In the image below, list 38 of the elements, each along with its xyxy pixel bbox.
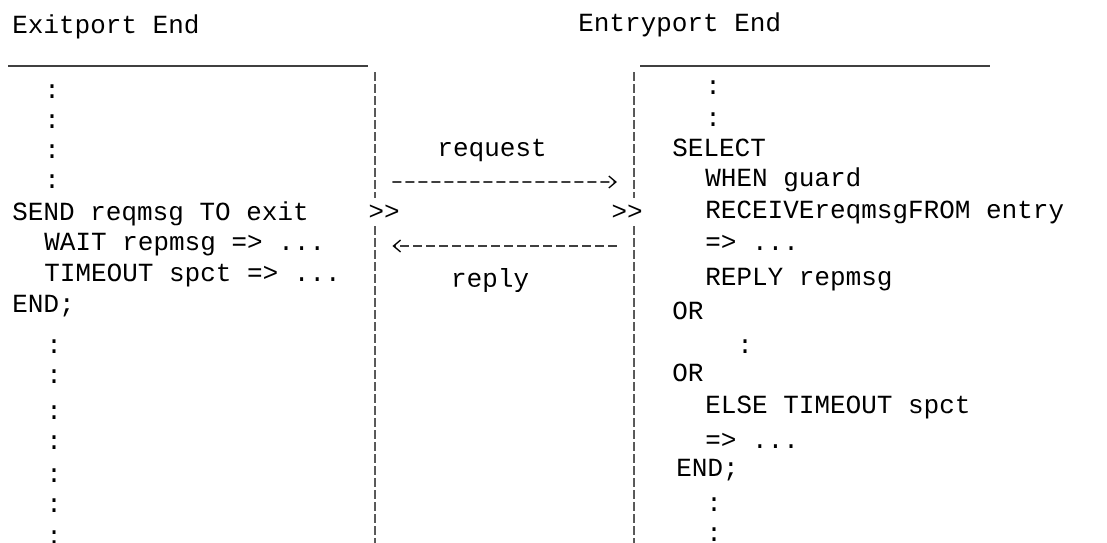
- code-line: :: [712, 497, 716, 511]
- code-line: :: [52, 405, 56, 419]
- code-line: WHEN guard: [705, 167, 859, 192]
- panel-heading: Exitport End: [14, 14, 198, 39]
- code-line: :: [50, 174, 54, 188]
- code-line: :: [743, 339, 747, 353]
- code-line: REPLY repmsg: [707, 267, 891, 291]
- code-line: SELECT: [673, 138, 765, 157]
- code-line: :: [50, 84, 54, 98]
- code-line: :: [50, 114, 54, 128]
- code-line: OR: [673, 363, 703, 382]
- double-chevron: >>: [612, 204, 642, 218]
- code-line: :: [711, 80, 715, 94]
- code-line: END;: [678, 458, 733, 481]
- code-line: ELSE TIMEOUT spct: [707, 395, 968, 419]
- code-line: WAIT repmsg => ...: [44, 232, 319, 256]
- code-line: SEND reqmsg TO exit: [13, 201, 306, 226]
- code-line: :: [52, 435, 56, 449]
- code-line: :: [52, 468, 56, 482]
- code-line: :: [711, 112, 715, 126]
- arrow: [392, 239, 618, 253]
- code-line: END;: [14, 294, 69, 317]
- code-line: :: [52, 369, 56, 383]
- edge-label: request: [436, 137, 548, 163]
- code-line: :: [50, 144, 54, 158]
- double-chevron: >>: [369, 204, 399, 218]
- code-line: :: [52, 530, 56, 543]
- code-line: => ...: [706, 234, 793, 250]
- code-line: TIMEOUT spct => ...: [45, 263, 335, 287]
- code-line: OR: [673, 301, 703, 320]
- code-line: :: [52, 498, 56, 512]
- code-line: :: [712, 527, 716, 541]
- code-line: => ...: [706, 432, 793, 448]
- code-line: :: [52, 339, 56, 353]
- code-line: RECEIVEreqmsgFROM entry: [707, 200, 1064, 224]
- arrow: [391, 175, 617, 189]
- panel-heading: Entryport End: [580, 12, 779, 37]
- edge-label: reply: [450, 266, 530, 294]
